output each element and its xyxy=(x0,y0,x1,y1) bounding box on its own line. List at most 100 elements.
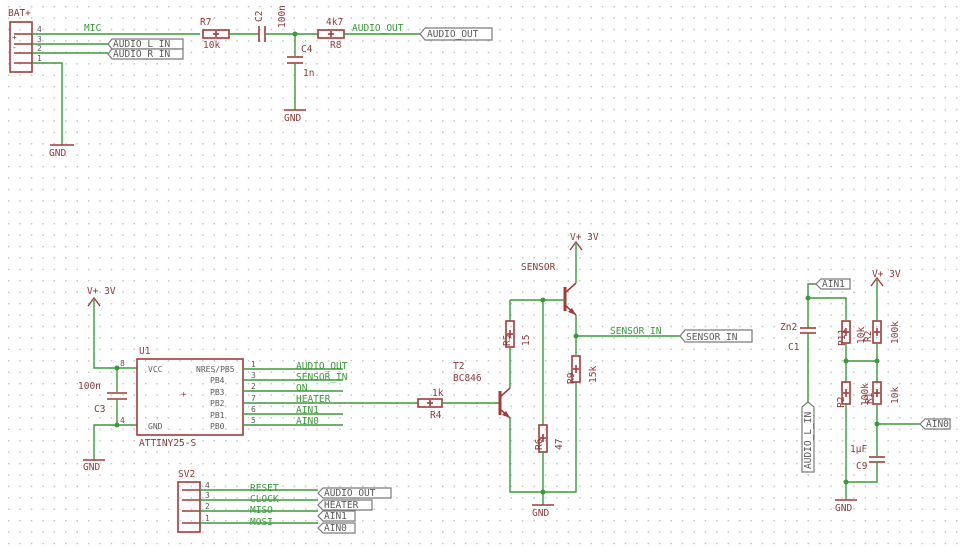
svg-text:BC846: BC846 xyxy=(453,373,482,384)
svg-text:4k7: 4k7 xyxy=(326,17,343,28)
svg-text:AUDIO_OUT: AUDIO_OUT xyxy=(427,29,479,40)
net-label-u1-ain0: AIN0 xyxy=(296,416,319,427)
capacitor-c4: C4 1n xyxy=(287,44,314,79)
svg-text:R4: R4 xyxy=(430,410,442,421)
net-label-mic: MIC xyxy=(84,23,101,34)
net-label-clock: CLOCK xyxy=(250,494,279,505)
svg-text:AUDIO_R_IN: AUDIO_R_IN xyxy=(113,49,170,60)
sensor-transistor: SENSOR xyxy=(521,262,577,316)
svg-text:4: 4 xyxy=(205,481,210,490)
svg-text:2: 2 xyxy=(251,382,256,391)
svg-text:AUDIO_OUT: AUDIO_OUT xyxy=(324,488,376,499)
ain1-flag-right: AIN1 xyxy=(815,278,851,290)
resistor-r5: R5 15 xyxy=(502,320,532,348)
svg-text:PB3: PB3 xyxy=(210,388,225,397)
svg-text:10k: 10k xyxy=(856,327,867,344)
svg-text:GND: GND xyxy=(83,462,100,473)
audio-r-in-flag: AUDIO_R_IN xyxy=(107,48,184,60)
svg-text:SV2: SV2 xyxy=(178,469,195,480)
net-label-u1-sensor-in: SENSOR_IN xyxy=(296,372,348,383)
sensor-in-flag: SENSOR_IN xyxy=(679,329,753,343)
svg-text:PB4: PB4 xyxy=(210,376,225,385)
transistor-t2: T2 BC846 xyxy=(453,361,511,419)
net-label-miso: MISO xyxy=(250,505,273,516)
svg-text:AUDIO_L_IN: AUDIO_L_IN xyxy=(803,412,814,469)
vplus-symbol-right: V+ 3V xyxy=(870,269,901,287)
svg-text:1: 1 xyxy=(205,514,210,523)
battery-header: BAT+ + - 4 3 2 1 xyxy=(8,8,42,73)
svg-text:10k: 10k xyxy=(203,40,220,51)
battery-plus-mark: + xyxy=(12,33,17,42)
svg-text:GND: GND xyxy=(148,422,163,431)
net-label-u1-heater: HEATER xyxy=(296,394,331,405)
svg-text:1k: 1k xyxy=(432,388,444,399)
svg-text:100k: 100k xyxy=(860,383,871,406)
gnd-symbol-header: GND xyxy=(49,144,74,159)
svg-text:3: 3 xyxy=(205,491,210,500)
gnd-symbol-right: GND xyxy=(835,499,857,514)
svg-text:GND: GND xyxy=(49,148,66,159)
resistor-r6: R6 47 xyxy=(534,424,565,453)
vplus-symbol-u1: V+ 3V xyxy=(87,286,116,307)
svg-text:GND: GND xyxy=(532,508,549,519)
svg-text:R2: R2 xyxy=(863,331,874,342)
net-label-sensor-in: SENSOR_IN xyxy=(610,326,662,337)
audio-out-flag: AUDIO_OUT xyxy=(419,27,493,41)
net-label-mosi: MOSI xyxy=(250,517,273,528)
microcontroller-u1: U1 ATTINY25-S VCC GND 8 4 NRES/PB5 PB4 P… xyxy=(120,346,244,449)
piezo-zn2: Zn2 C1 xyxy=(780,322,816,353)
svg-text:47: 47 xyxy=(554,439,565,450)
resistor-r9: R9 15k xyxy=(566,355,599,384)
resistor-r2: R2 100k xyxy=(863,320,901,344)
svg-text:1: 1 xyxy=(251,360,256,369)
svg-text:AIN1: AIN1 xyxy=(822,279,845,290)
svg-text:100n: 100n xyxy=(277,5,288,28)
svg-text:R6: R6 xyxy=(534,438,545,450)
resistor-r7: R7 10k xyxy=(200,17,230,51)
resistor-r4: 1k R4 xyxy=(417,388,444,421)
svg-text:U1: U1 xyxy=(139,346,151,357)
svg-text:PB1: PB1 xyxy=(210,411,225,420)
gnd-symbol-transistors: GND xyxy=(532,504,554,519)
svg-text:AIN0: AIN0 xyxy=(324,523,347,534)
svg-text:10k: 10k xyxy=(890,387,901,404)
svg-text:4: 4 xyxy=(120,416,125,425)
svg-text:C1: C1 xyxy=(788,342,800,353)
svg-text:15: 15 xyxy=(521,335,532,346)
svg-text:AIN1: AIN1 xyxy=(324,511,347,522)
sv2-flag-ain0: AIN0 xyxy=(317,522,356,534)
svg-text:8: 8 xyxy=(120,359,125,368)
svg-text:VCC: VCC xyxy=(148,365,163,374)
svg-text:15k: 15k xyxy=(588,366,599,383)
net-label-u1-on: ON xyxy=(296,383,308,394)
svg-text:R8: R8 xyxy=(330,40,342,51)
svg-text:2: 2 xyxy=(205,502,210,511)
svg-text:100k: 100k xyxy=(890,321,901,344)
audio-l-in-flag: AUDIO_L_IN xyxy=(107,38,184,50)
battery-pin-1: 1 xyxy=(37,54,42,63)
svg-text:Zn2: Zn2 xyxy=(780,322,797,333)
battery-pin-2: 2 xyxy=(37,44,42,53)
svg-text:R7: R7 xyxy=(200,17,211,28)
svg-text:C3: C3 xyxy=(94,404,105,415)
svg-text:HEATER: HEATER xyxy=(324,500,359,511)
gnd-symbol-u1: GND xyxy=(83,459,105,473)
svg-text:V+ 3V: V+ 3V xyxy=(570,232,599,243)
svg-text:V+ 3V: V+ 3V xyxy=(872,269,901,280)
svg-text:C9: C9 xyxy=(856,461,868,472)
svg-text:5: 5 xyxy=(251,416,256,425)
capacitor-c2: C2 100n xyxy=(254,5,288,42)
svg-text:1µF: 1µF xyxy=(850,444,867,455)
battery-minus-mark: - xyxy=(12,43,17,52)
svg-text:+: + xyxy=(181,390,187,400)
battery-header-ref: BAT+ xyxy=(8,8,31,19)
svg-text:7: 7 xyxy=(251,394,256,403)
net-label-audio-out: AUDIO_OUT xyxy=(352,23,404,34)
svg-text:P2: P2 xyxy=(836,397,847,408)
sv2-flag-heater: HEATER xyxy=(317,499,373,511)
header-sv2: SV2 4 3 2 1 xyxy=(177,469,210,533)
svg-text:ATTINY25-S: ATTINY25-S xyxy=(139,438,196,449)
svg-text:T2: T2 xyxy=(453,361,464,372)
svg-text:SENSOR_IN: SENSOR_IN xyxy=(686,332,738,343)
svg-text:AIN0: AIN0 xyxy=(926,419,949,430)
